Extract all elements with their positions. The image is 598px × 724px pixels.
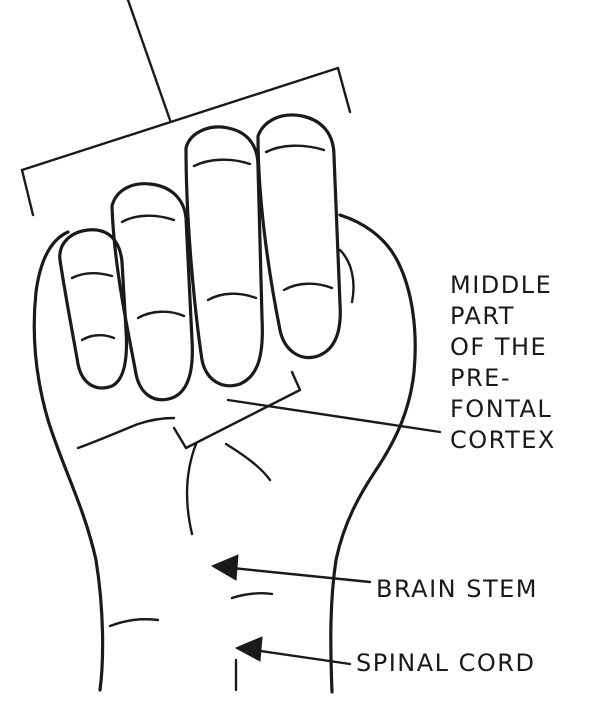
brain-stem-label: BRAIN STEM	[376, 574, 538, 605]
spinal-cord-arrow	[236, 637, 350, 664]
prefrontal-cortex-label: MIDDLE PART OF THE PRE- FONTAL CORTEX	[450, 270, 556, 456]
spinal-cord-label: SPINAL CORD	[356, 648, 535, 679]
prefrontal-label-line: PART	[450, 301, 556, 332]
prefrontal-label-line: PRE-	[450, 363, 556, 394]
prefrontal-label-line: CORTEX	[450, 425, 556, 456]
brain-stem-arrow	[212, 555, 370, 582]
palm-lines	[78, 372, 300, 690]
prefrontal-label-line: MIDDLE	[450, 270, 556, 301]
prefrontal-label-line: FONTAL	[450, 394, 556, 425]
finger-knuckles	[60, 115, 354, 400]
prefrontal-label-line: OF THE	[450, 332, 556, 363]
hand-outline	[34, 215, 415, 692]
